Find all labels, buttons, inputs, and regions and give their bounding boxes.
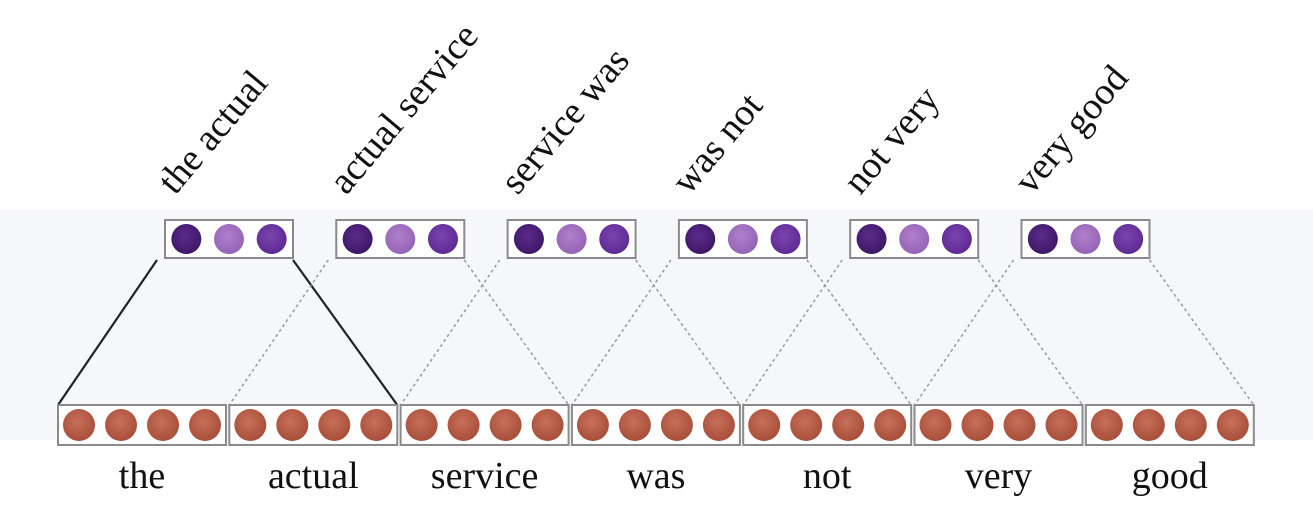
word-unit-circle-icon	[1090, 409, 1123, 441]
word-unit-circle-icon	[576, 409, 609, 441]
bigram-label: very good	[1006, 58, 1137, 202]
word-label: the	[119, 455, 165, 497]
word-unit-circle-icon	[832, 409, 865, 441]
word-unit-circle-icon	[790, 409, 823, 441]
word-unit-circle-icon	[660, 409, 693, 441]
word-unit-circle-icon	[702, 409, 735, 441]
word-unit-circle-icon	[748, 409, 781, 441]
bigram-label: the actual	[150, 62, 276, 201]
word-label: not	[803, 455, 852, 497]
word-unit-circle-icon	[234, 409, 267, 441]
filter-unit-circle-icon	[1113, 224, 1144, 254]
connection-line-left	[571, 259, 672, 406]
filter-unit-circle-icon	[556, 224, 587, 254]
filter-unit-circle-icon	[599, 224, 630, 254]
connection-line-right	[292, 259, 399, 406]
connection-line-left	[57, 259, 158, 406]
bigram-label: not very	[835, 79, 948, 202]
filter-unit-circle-icon	[856, 224, 887, 254]
word-unit-circle-icon	[1132, 409, 1165, 441]
word-unit-circle-icon	[105, 409, 137, 441]
filter-unit-circle-icon	[256, 224, 287, 254]
word-unit-circle-icon	[1216, 409, 1249, 441]
word-unit-circle-icon	[489, 409, 522, 441]
bigram-label: service was	[492, 40, 637, 202]
filter-unit-circle-icon	[513, 224, 544, 254]
word-unit-circle-icon	[147, 409, 179, 441]
word-vectors	[57, 404, 1255, 446]
word-unit-circle-icon	[1174, 409, 1207, 441]
filter-unit-circle-icon	[1027, 224, 1058, 254]
word-unit-circle-icon	[618, 409, 651, 441]
filter-unit-circle-icon	[427, 224, 458, 254]
word-unit-circle-icon	[447, 409, 480, 441]
word-unit-circle-icon	[276, 409, 309, 441]
bigram-label: was not	[664, 85, 772, 202]
word-unit-circle-icon	[531, 409, 564, 441]
bigram-label: actual service	[321, 16, 487, 202]
filter-unit-circle-icon	[1070, 224, 1101, 254]
filter-unit-circle-icon	[342, 224, 373, 254]
word-label: good	[1132, 455, 1208, 497]
filter-unit-circle-icon	[214, 224, 244, 254]
filter-unit-circle-icon	[685, 224, 716, 254]
word-label: very	[965, 455, 1033, 497]
filter-unit-circle-icon	[385, 224, 416, 254]
word-unit-circle-icon	[1045, 409, 1078, 441]
word-unit-circle-icon	[874, 409, 907, 441]
word-unit-circle-icon	[405, 409, 438, 441]
word-unit-circle-icon	[318, 409, 351, 441]
word-unit-circle-icon	[919, 409, 952, 441]
word-unit-circle-icon	[189, 409, 221, 441]
connection-line-left	[742, 259, 843, 406]
word-label: was	[626, 455, 685, 497]
word-unit-circle-icon	[1003, 409, 1036, 441]
connection-line-left	[228, 259, 329, 406]
connection-line-left	[913, 259, 1015, 406]
filter-unit-circle-icon	[171, 224, 202, 254]
word-labels: the actual service was not very good	[119, 455, 1208, 497]
filter-unit-circle-icon	[941, 224, 972, 254]
connection-lines	[57, 259, 1255, 406]
bigram-filters	[164, 219, 1151, 259]
word-label: service	[431, 455, 539, 497]
filter-unit-circle-icon	[727, 224, 758, 254]
connection-line-left	[399, 259, 501, 406]
word-unit-circle-icon	[961, 409, 994, 441]
filter-unit-circle-icon	[770, 224, 801, 254]
word-unit-circle-icon	[360, 409, 393, 441]
word-label: actual	[268, 455, 359, 497]
word-unit-circle-icon	[63, 409, 95, 441]
filter-unit-circle-icon	[899, 224, 930, 254]
